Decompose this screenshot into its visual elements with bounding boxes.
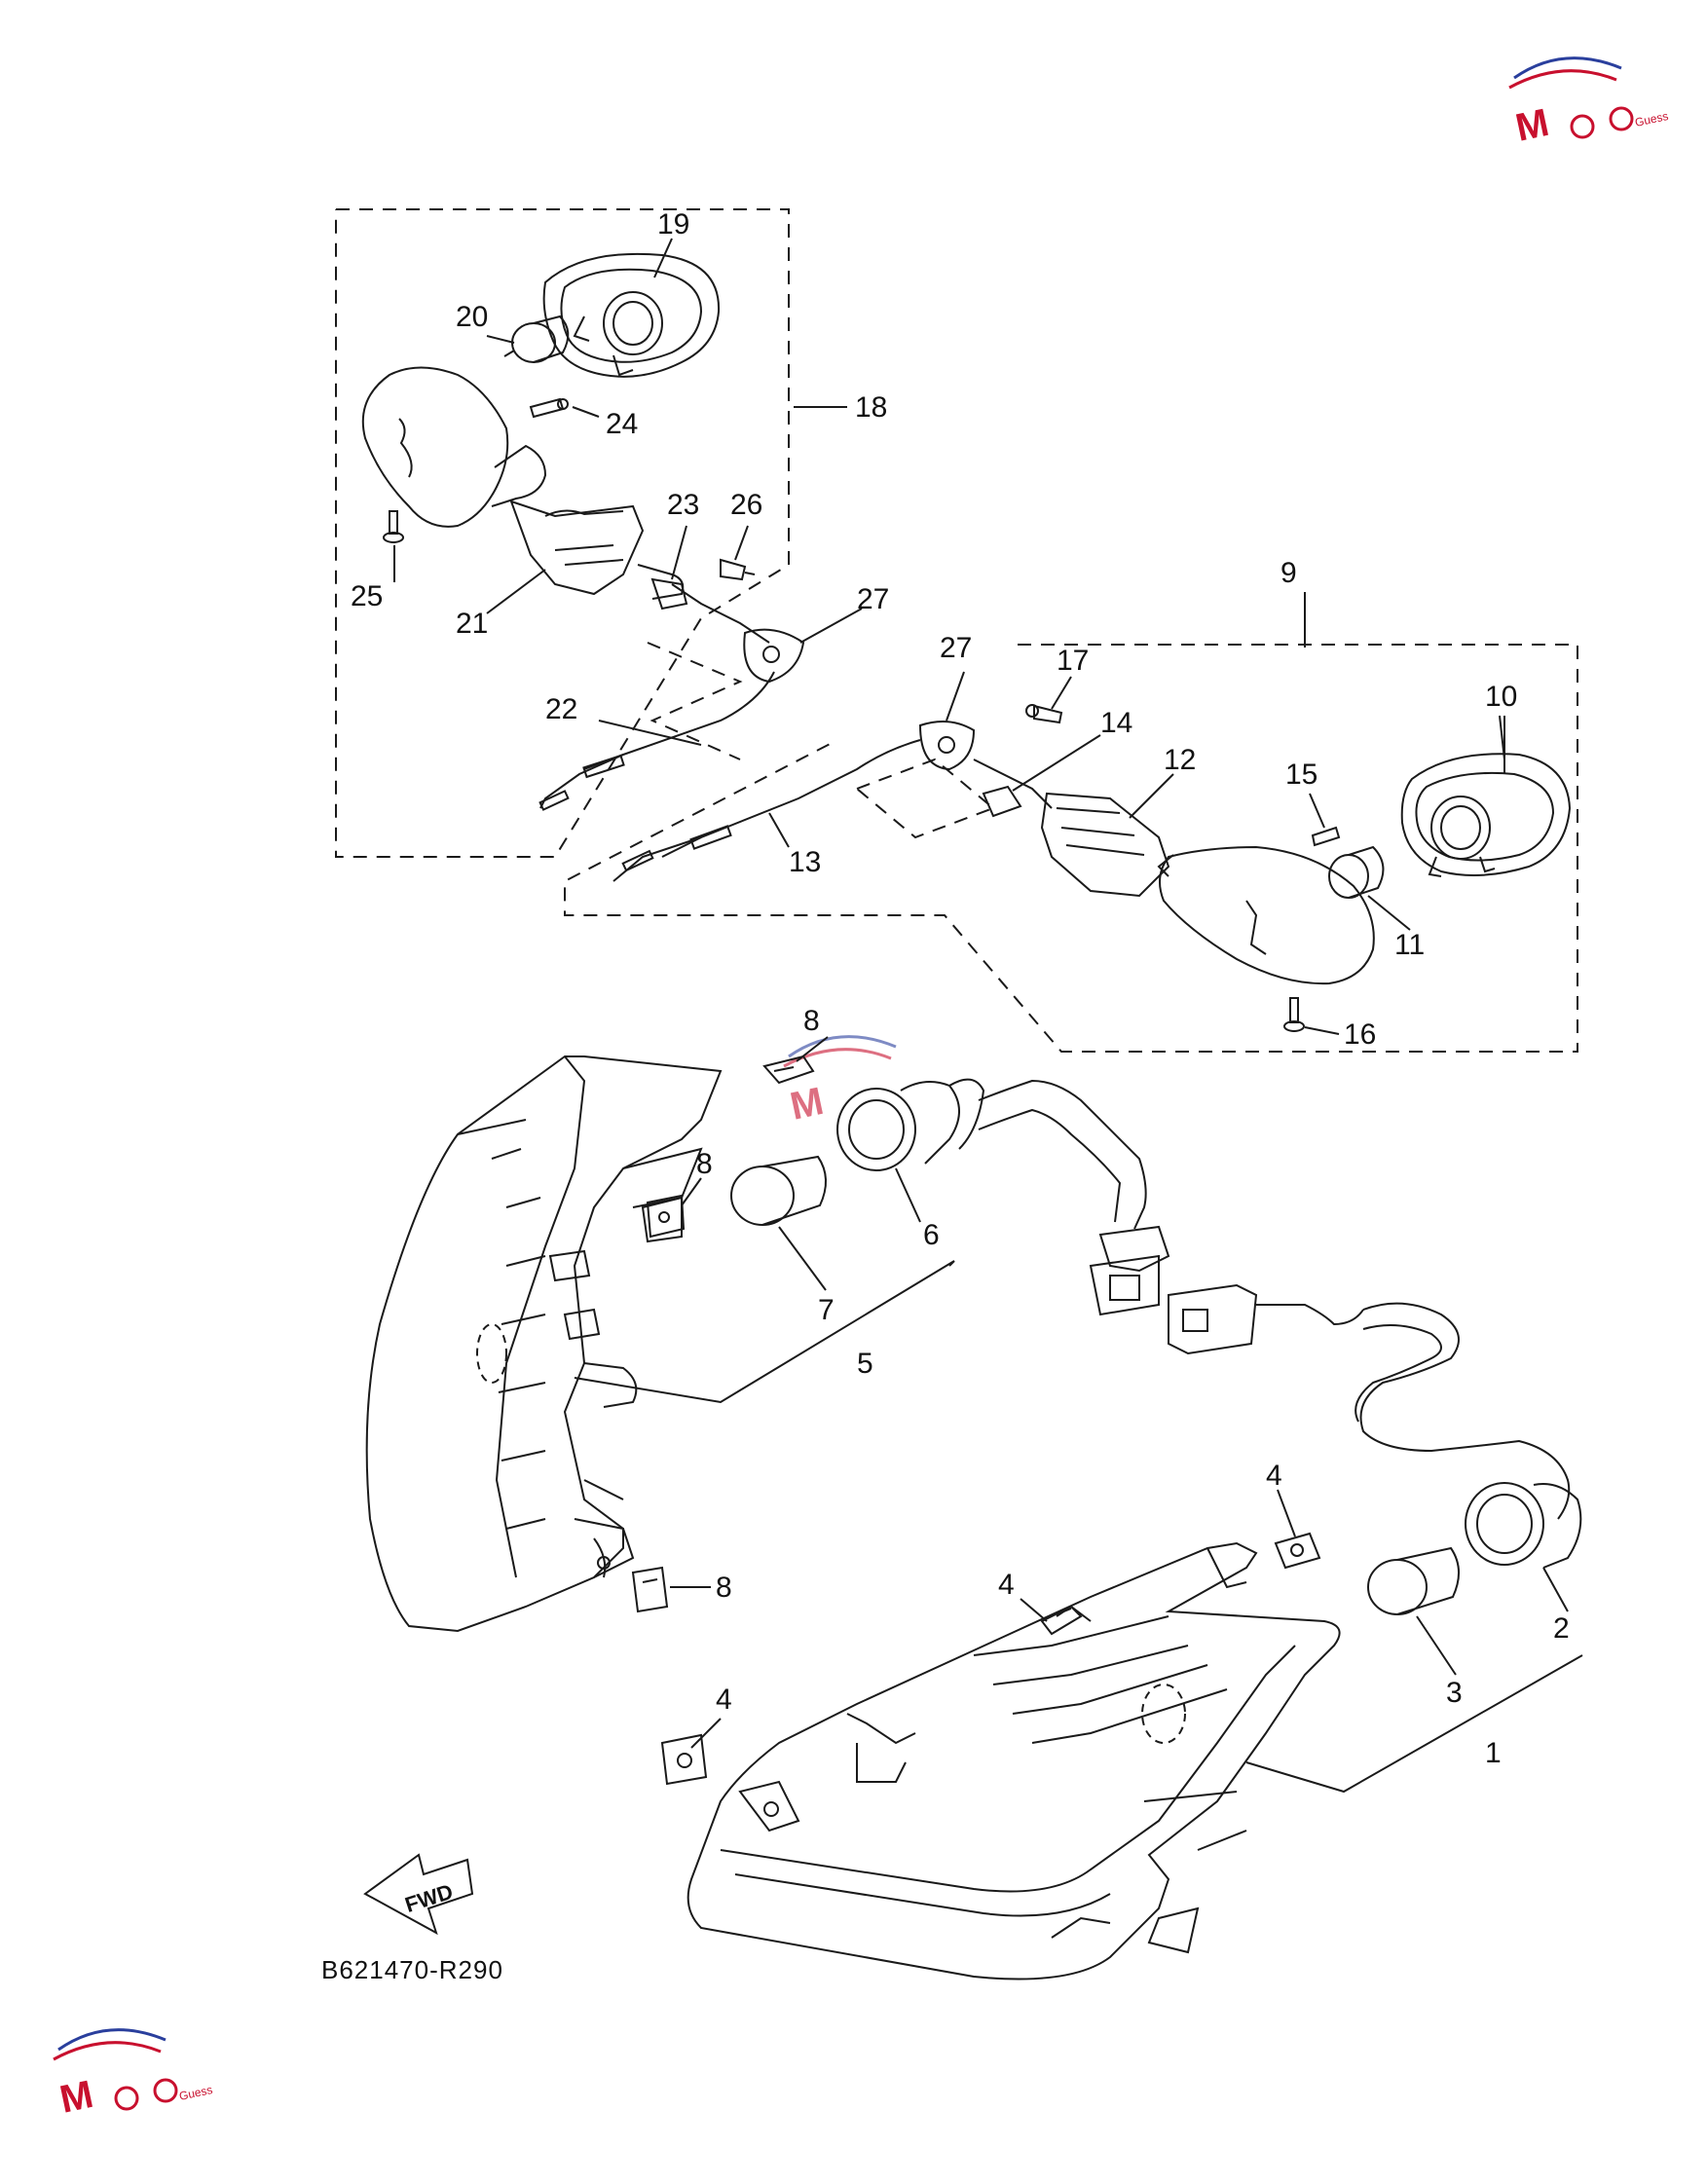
callout-6: 6 — [923, 1219, 940, 1251]
callout-4-mid: 4 — [998, 1569, 1015, 1601]
callout-labels: 1 2 3 4 4 4 5 6 7 8 8 8 9 10 11 12 13 14… — [351, 208, 1570, 1769]
bulb-11 — [1328, 845, 1385, 899]
screw-25 — [383, 510, 404, 543]
callout-3: 3 — [1446, 1677, 1463, 1709]
callout-11: 11 — [1394, 929, 1425, 961]
clip-8-mid — [646, 1194, 686, 1239]
grommet-27-left — [743, 628, 805, 684]
callout-13: 13 — [789, 846, 821, 878]
callout-27-right: 27 — [940, 632, 972, 664]
callout-4-bottom: 4 — [716, 1684, 732, 1716]
clip-8-top — [762, 1055, 815, 1085]
callout-15: 15 — [1285, 759, 1317, 791]
callout-8-bottom: 8 — [716, 1572, 732, 1604]
callout-14: 14 — [1100, 707, 1132, 739]
clip-8-bottom — [631, 1566, 669, 1613]
callout-18: 18 — [855, 391, 887, 424]
socket-6 — [836, 1078, 985, 1171]
clip-4-top — [1274, 1532, 1321, 1570]
svg-text:M: M — [1512, 101, 1553, 150]
callout-26: 26 — [730, 489, 762, 521]
callout-16: 16 — [1344, 1018, 1376, 1051]
callout-23: 23 — [667, 489, 699, 521]
callout-5: 5 — [857, 1348, 873, 1380]
callout-8-mid: 8 — [696, 1148, 713, 1180]
stem-21 — [509, 500, 770, 644]
callout-17: 17 — [1057, 645, 1089, 677]
callout-24: 24 — [606, 408, 638, 440]
callout-4-top: 4 — [1266, 1460, 1282, 1492]
screw-26 — [720, 558, 756, 581]
callout-12: 12 — [1164, 744, 1196, 776]
svg-text:Guess: Guess — [1634, 109, 1670, 130]
callout-7: 7 — [818, 1294, 835, 1326]
callout-9: 9 — [1280, 557, 1297, 589]
svg-text:Guess: Guess — [178, 2083, 214, 2103]
bulb-7 — [730, 1155, 827, 1226]
callout-25: 25 — [351, 580, 383, 612]
wire-22 — [538, 671, 775, 811]
harness-upper — [978, 1079, 1170, 1316]
callout-21: 21 — [456, 608, 488, 640]
callout-20: 20 — [456, 301, 488, 333]
housing-right-signal — [1157, 845, 1375, 985]
clip-4-bottom — [660, 1733, 708, 1786]
callout-2: 2 — [1553, 1612, 1570, 1645]
group-outline-left-signal — [335, 208, 790, 858]
screw-15 — [1311, 826, 1341, 847]
lens-19 — [542, 252, 721, 378]
watermark-logo-bottom-left: M Guess — [53, 2028, 214, 2122]
clip-4-mid — [1040, 1605, 1083, 1636]
callout-22: 22 — [545, 693, 577, 725]
svg-text:M: M — [787, 1080, 828, 1129]
bulb-3 — [1367, 1546, 1460, 1615]
wire-13 — [612, 739, 921, 882]
bracket-23 — [650, 577, 688, 611]
callout-1: 1 — [1485, 1737, 1502, 1769]
reference-code: B621470-R290 — [321, 1955, 503, 1984]
screw-24 — [529, 397, 569, 419]
bracket-1-left — [738, 1780, 800, 1832]
harness-connector — [1168, 1283, 1571, 1520]
lens-10 — [1400, 753, 1572, 877]
screw-16 — [1283, 997, 1305, 1032]
callout-8-top: 8 — [803, 1005, 820, 1037]
lens-5 — [365, 1055, 723, 1633]
socket-2 — [1465, 1482, 1582, 1569]
callout-10: 10 — [1485, 681, 1517, 713]
screw-17 — [1025, 704, 1063, 724]
grommet-27-right — [918, 721, 976, 771]
leader-lines — [393, 238, 1583, 1794]
housing-left-signal — [361, 366, 547, 528]
group-outline-right-signal — [564, 644, 1578, 1053]
stem-12 — [973, 759, 1170, 898]
bracket-14 — [982, 785, 1022, 818]
lens-1 — [687, 1541, 1341, 1980]
callout-27-left: 27 — [857, 583, 889, 615]
watermark-logo-top-right: M Guess — [1508, 56, 1670, 150]
bulb-20 — [503, 315, 570, 363]
callout-19: 19 — [657, 208, 689, 241]
forward-arrow-icon: FWD — [363, 1853, 474, 1936]
svg-text:M: M — [56, 2073, 97, 2122]
